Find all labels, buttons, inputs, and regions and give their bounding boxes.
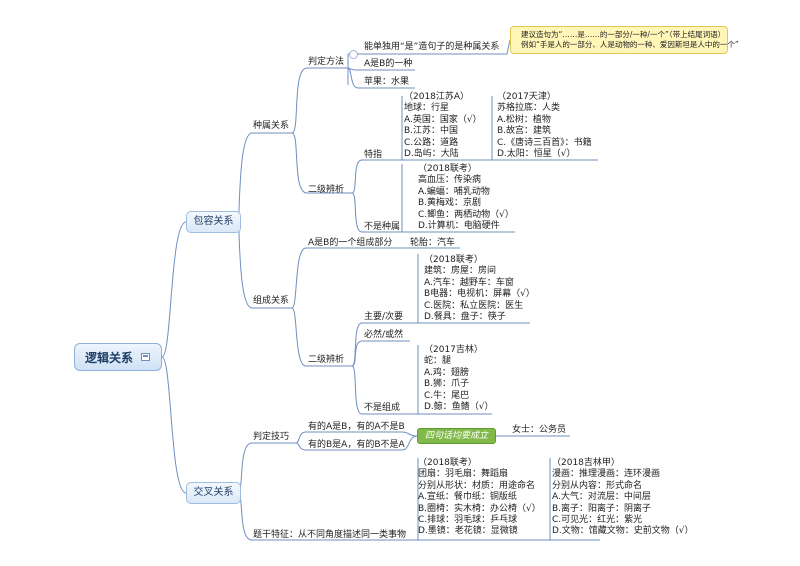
skill-line-a[interactable]: 有的A是B，有的A不是B — [308, 422, 405, 432]
judge-line-3[interactable]: 苹果：水果 — [364, 77, 410, 87]
topic-erji-zucheng[interactable]: 二级辨析 — [308, 355, 345, 365]
q-line: B.圈椅：实木椅：办公椅（√） — [418, 503, 541, 514]
question-2018-liankao-c[interactable]: （2018联考） 团扇：羽毛扇：舞蹈扇 分别从形状：材质：用途命名 A.宣纸：餐… — [418, 458, 541, 538]
q-line: （2018江苏A） — [404, 92, 470, 102]
q-line: C.可见光：红光：紫光 — [552, 515, 643, 526]
question-2017-tianjin[interactable]: （2017天津） 苏格拉底：人类 A.松树：植物 B.故宫：建筑 C.《唐诗三百… — [497, 92, 592, 160]
topic-biran-huoran[interactable]: 必然/或然 — [364, 330, 404, 340]
q-line: C.医院：私立医院：医生 — [424, 300, 524, 311]
question-2018-jilin-jia[interactable]: （2018吉林甲） 漫画：推理漫画：连环漫画 分别从内容：形式命名 A.大气：对… — [552, 458, 694, 538]
q-line: A.鸡：翅膀 — [424, 367, 469, 378]
q-line: D.太阳：恒星（√） — [497, 149, 576, 160]
note-icon[interactable] — [141, 353, 150, 361]
q-line: （2018联考） — [418, 164, 477, 174]
q-line: 高血压：传染病 — [418, 175, 482, 186]
topic-bushu[interactable]: 不是种属 — [364, 222, 401, 232]
q-line: 分别从形状：材质：用途命名 — [418, 480, 536, 491]
branch-baohan[interactable]: 包容关系 — [186, 211, 241, 233]
topic-zhongshu[interactable]: 种属关系 — [253, 121, 290, 131]
topic-judge-skill[interactable]: 判定技巧 — [253, 432, 290, 442]
topic-zhuyao-ciyao[interactable]: 主要/次要 — [364, 312, 404, 322]
q-line: D.计算机：电脑硬件 — [418, 221, 500, 232]
q-line: 漫画：推理漫画：连环漫画 — [552, 469, 661, 480]
q-line: B.黄梅戏：京剧 — [418, 198, 482, 209]
q-line: （2018联考） — [418, 458, 477, 468]
q-line: D.鲸：鱼鳍（√） — [424, 402, 494, 413]
question-2017-jilin[interactable]: （2017吉林） 蛇：腿 A.鸡：翅膀 B.狮：爪子 C.牛：尾巴 D.鲸：鱼鳍… — [424, 345, 494, 413]
q-line: D.墨镜：老花镜：显微镜 — [418, 526, 518, 537]
skill-line-b[interactable]: 有的B是A，有的B不是A — [308, 440, 405, 450]
judge-line-2[interactable]: A是B的一种 — [364, 59, 413, 69]
topic-tezhi[interactable]: 特指 — [364, 150, 383, 160]
q-line: D.餐具：盘子：筷子 — [424, 312, 506, 323]
root-node[interactable]: 逻辑关系 — [74, 343, 162, 371]
q-line: B电器：电视机：屏幕（√） — [424, 289, 535, 300]
q-line: A.汽车：越野车：车窗 — [424, 277, 514, 288]
q-line: C.鲫鱼：两栖动物（√） — [418, 209, 514, 220]
zucheng-definition[interactable]: A是B的一个组成部分 — [308, 238, 393, 248]
zucheng-example[interactable]: 轮胎：汽车 — [410, 238, 456, 248]
q-line: （2018吉林甲） — [552, 458, 620, 468]
q-line: 蛇：腿 — [424, 356, 452, 367]
q-line: D.文物：馆藏文物：史前文物（√） — [552, 526, 694, 537]
q-line: B.故宫：建筑 — [497, 126, 552, 137]
topic-zucheng[interactable]: 组成关系 — [253, 296, 290, 306]
q-line: C.牛：尾巴 — [424, 390, 470, 401]
topic-tezheng[interactable]: 题干特征：从不同角度描述同一类事物 — [253, 530, 407, 540]
root-label: 逻辑关系 — [85, 351, 134, 365]
q-line: B.江苏：中国 — [404, 126, 459, 137]
tag-four-sentences[interactable]: 四句话均要成立 — [417, 428, 496, 444]
q-line: （2017吉林） — [424, 345, 483, 355]
note-line-1: 建议造句为“……是……的一部分/一种/一个”（带上结尾词语） — [521, 30, 726, 39]
topic-buzu[interactable]: 不是组成 — [364, 403, 401, 413]
question-2018-liankao-b[interactable]: （2018联考） 建筑：房屋：房间 A.汽车：越野车：车窗 B电器：电视机：屏幕… — [424, 255, 535, 323]
q-line: （2017天津） — [497, 92, 556, 102]
judge-line-1[interactable]: 能单独用“是”造句子的是种属关系 — [364, 42, 500, 52]
q-line: A.松树：植物 — [497, 114, 551, 125]
branch-jiaocha[interactable]: 交叉关系 — [186, 482, 241, 504]
q-line: A.宣纸：餐巾纸：铜版纸 — [418, 492, 517, 503]
question-2018-liankao-a[interactable]: （2018联考） 高血压：传染病 A.蝙蝠：哺乳动物 B.黄梅戏：京剧 C.鲫鱼… — [418, 164, 514, 232]
q-line: 苏格拉底：人类 — [497, 103, 561, 114]
q-line: 分别从内容：形式命名 — [552, 480, 643, 491]
q-line: 地球：行星 — [404, 103, 450, 114]
q-line: 建筑：房屋：房间 — [424, 266, 497, 277]
q-line: D.岛屿：大陆 — [404, 149, 459, 160]
note-line-2: 例如“手是人的一部分、人是动物的一种、爱因斯坦是人中的一个” — [521, 40, 739, 49]
q-line: B.狮：爪子 — [424, 379, 470, 390]
question-2018-jiangsu[interactable]: （2018江苏A） 地球：行星 A.英国：国家（√） B.江苏：中国 C.公路：… — [404, 92, 482, 160]
q-line: B.离子：阳离子：阴离子 — [552, 503, 652, 514]
topic-erji-zhongshu[interactable]: 二级辨析 — [308, 185, 345, 195]
q-line: C.公路：道路 — [404, 137, 459, 148]
q-line: A.英国：国家（√） — [404, 114, 482, 125]
q-line: A.蝙蝠：哺乳动物 — [418, 186, 490, 197]
skill-example[interactable]: 女士：公务员 — [512, 425, 567, 435]
topic-judge-method[interactable]: 判定方法 — [308, 57, 345, 67]
q-line: A.大气：对流层：中间层 — [552, 492, 651, 503]
q-line: C.排球：羽毛球：乒乓球 — [418, 515, 518, 526]
collapse-toggle-icon[interactable] — [349, 50, 358, 59]
q-line: 团扇：羽毛扇：舞蹈扇 — [418, 469, 509, 480]
callout-note[interactable]: 建议造句为“……是……的一部分/一种/一个”（带上结尾词语） 例如“手是人的一部… — [510, 26, 739, 54]
q-line: （2018联考） — [424, 255, 483, 265]
q-line: C.《唐诗三百首》：书籍 — [497, 137, 592, 148]
